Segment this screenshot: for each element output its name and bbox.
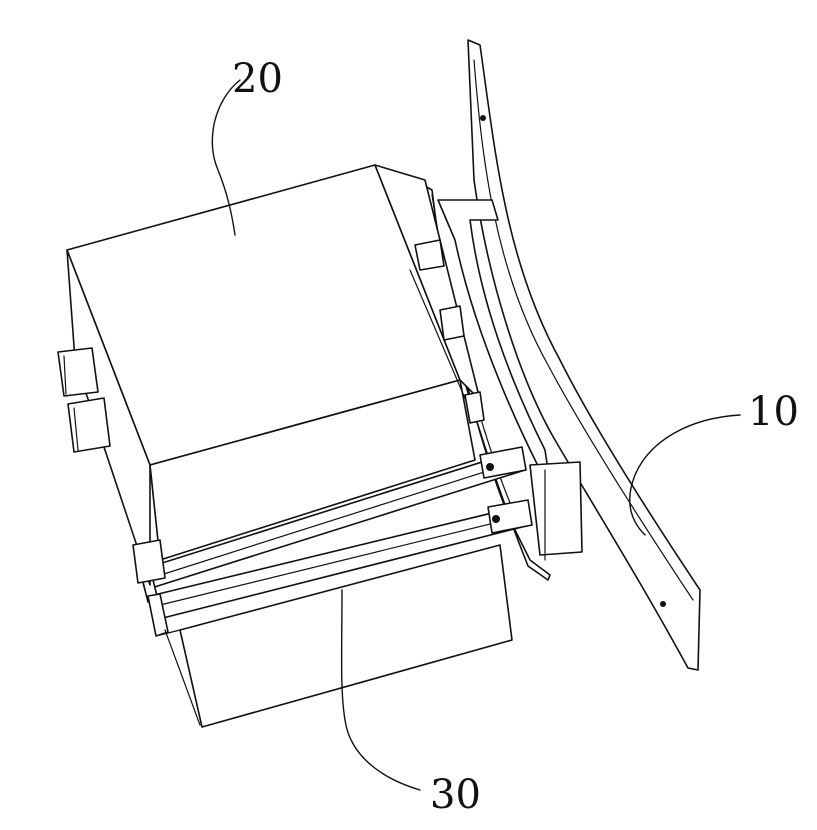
mount-hole-bottom — [660, 601, 666, 607]
housing — [58, 165, 484, 585]
label-30: 30 — [430, 772, 481, 818]
label-10: 10 — [748, 389, 799, 435]
rail-hole-lower — [492, 515, 500, 523]
label-20: 20 — [232, 56, 283, 102]
mount-hole-top — [480, 115, 486, 121]
rail-hole-upper — [486, 463, 494, 471]
